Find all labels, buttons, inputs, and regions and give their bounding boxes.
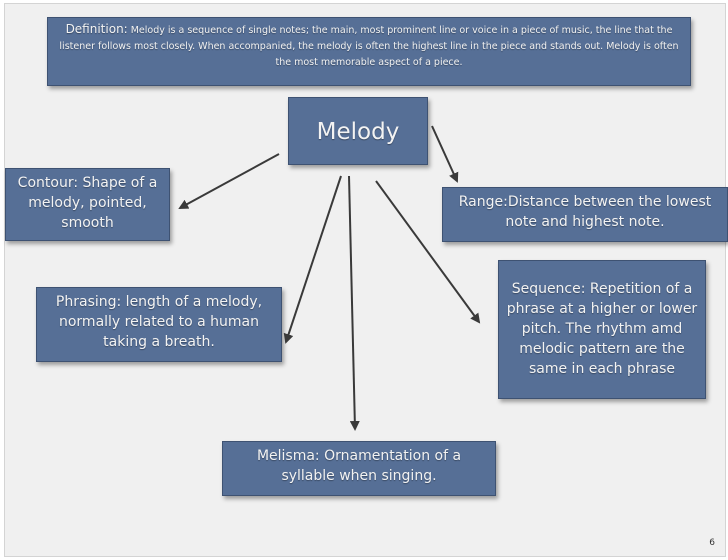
page-number: 6 [709, 538, 715, 548]
melody-box: Melody [288, 97, 428, 165]
phrasing-box: Phrasing: length of a melody, normally r… [36, 287, 282, 362]
contour-box: Contour: Shape of a melody, pointed, smo… [5, 168, 170, 241]
arrow-to-range [431, 125, 459, 183]
connector-arrows [178, 125, 481, 431]
slide: Definition: Melody is a sequence of sing… [4, 3, 728, 557]
definition-box: Definition: Melody is a sequence of sing… [47, 17, 691, 86]
range-box: Range:Distance between the lowest note a… [442, 187, 728, 242]
arrow-to-melisma [348, 175, 360, 431]
arrow-to-sequence [375, 180, 481, 324]
melisma-box: Melisma: Ornamentation of a syllable whe… [222, 441, 496, 496]
definition-term: Definition: [65, 22, 128, 36]
sequence-box: Sequence: Repetition of a phrase at a hi… [498, 260, 706, 399]
arrow-to-phrasing [283, 175, 342, 344]
definition-text: Melody is a sequence of single notes; th… [59, 25, 679, 68]
arrow-to-contour [178, 153, 280, 209]
